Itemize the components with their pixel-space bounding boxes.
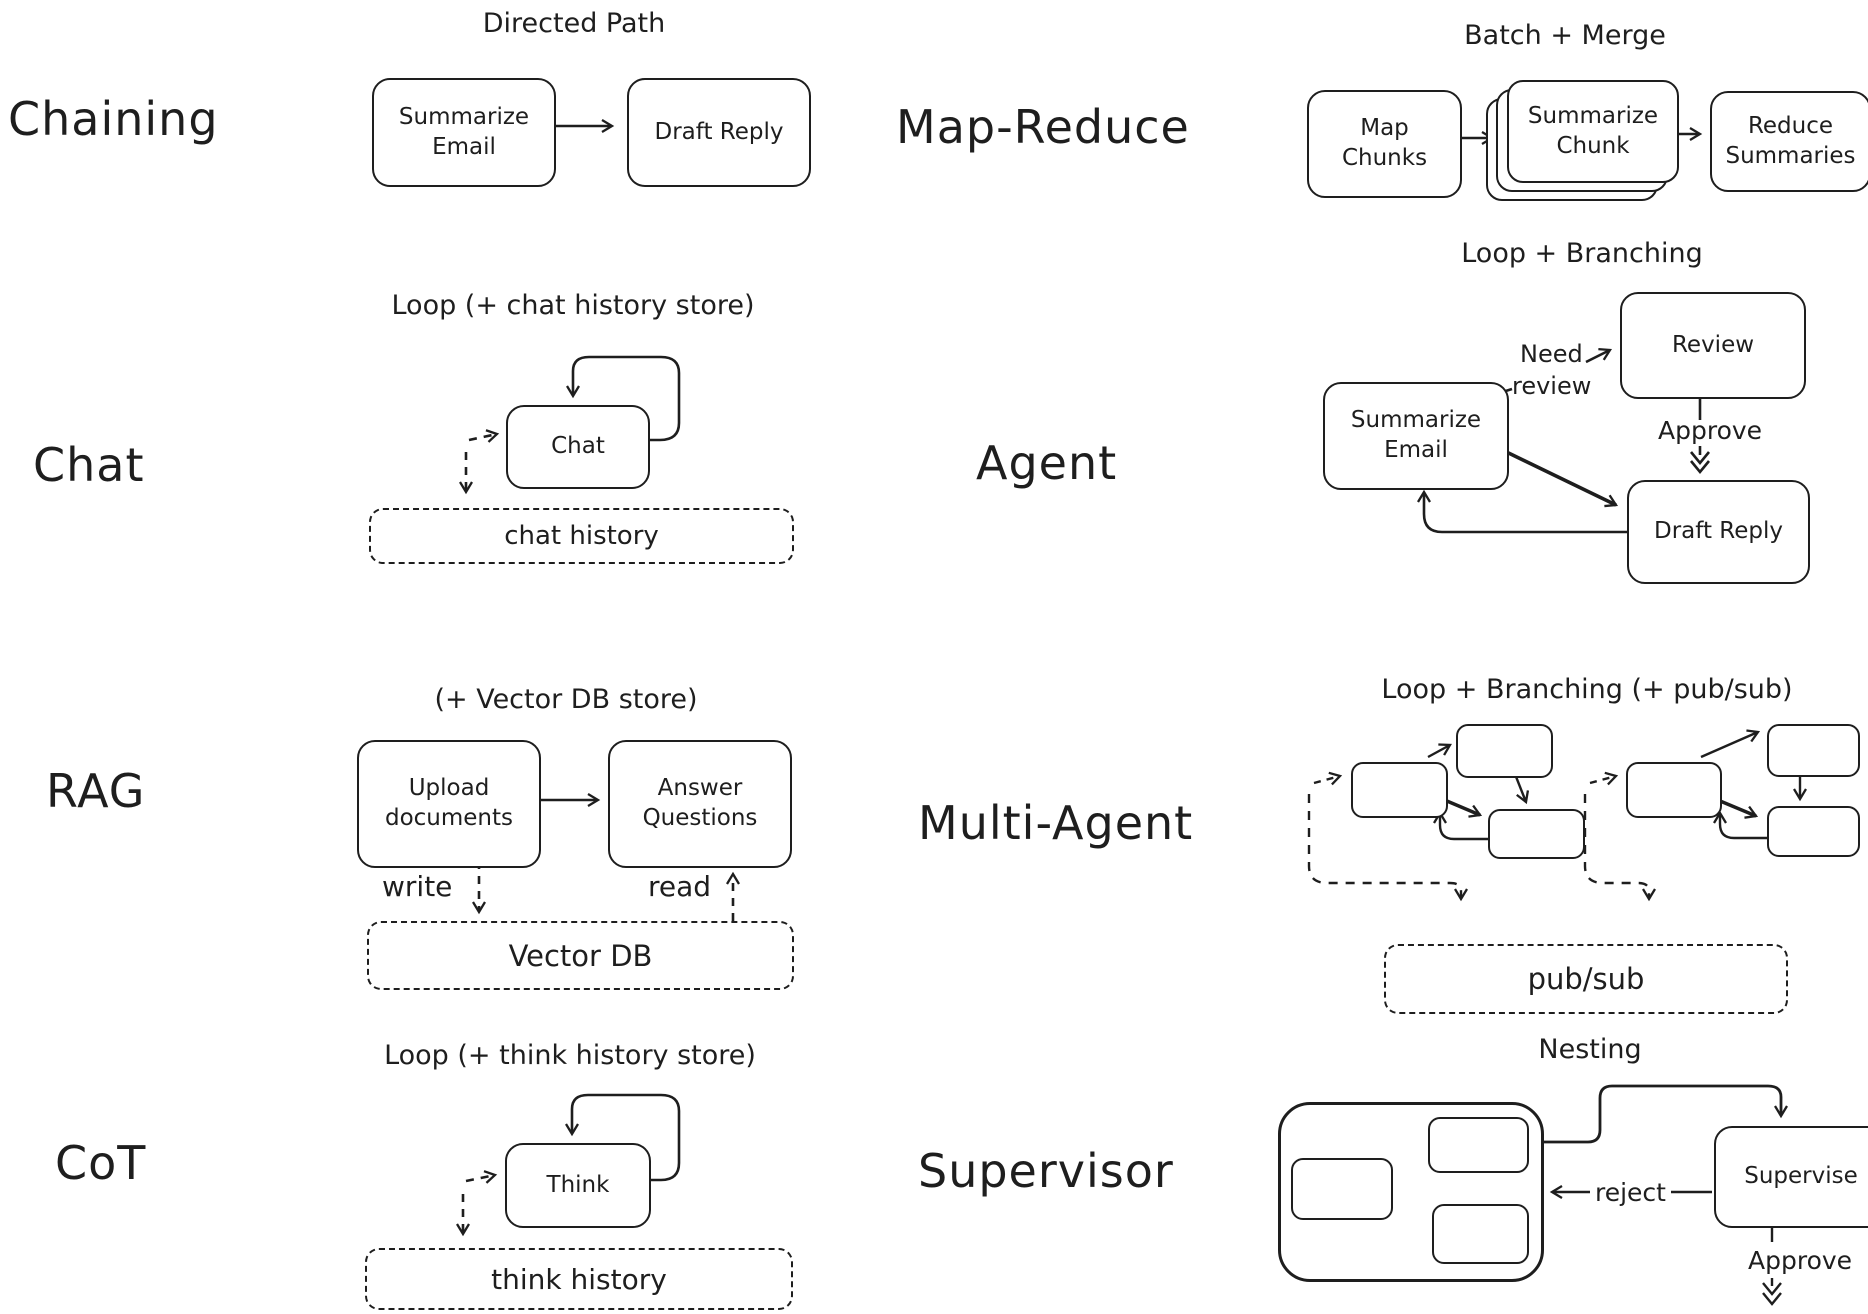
section-label-supervisor: Supervisor [918, 1144, 1174, 1198]
store-pub-sub: pub/sub [1384, 944, 1788, 1014]
multi-agent-a-left-node [1351, 762, 1448, 818]
multi-agent-a-bottom-node [1488, 809, 1585, 859]
multi-agent-b-left-node [1626, 762, 1722, 818]
section-label-agent: Agent [976, 436, 1118, 490]
node-map-chunks: Map Chunks [1307, 90, 1462, 198]
store-chat-history: chat history [369, 508, 794, 564]
node-agent-draft-reply: Draft Reply [1627, 480, 1810, 584]
rag-title: (+ Vector DB store) [434, 684, 698, 715]
multi-agent-b-top-node [1767, 724, 1860, 777]
store-vector-db: Vector DB [367, 921, 794, 990]
supervisor-title: Nesting [1538, 1034, 1642, 1065]
node-summarize-chunk: Summarize Chunk [1507, 80, 1679, 183]
think-entry-dashed-arrow [465, 1170, 498, 1184]
bottom-to-left-loop [1713, 810, 1769, 840]
edge-label-supervisor-approve: Approve [1748, 1246, 1853, 1275]
chat-loop-arrow [566, 355, 681, 442]
supervisor-inner-bottom-node [1432, 1204, 1529, 1264]
supervise-approve-chevron-1 [1762, 1282, 1782, 1296]
node-reduce-summaries: Reduce Summaries [1710, 91, 1868, 192]
node-draft-reply: Draft Reply [627, 78, 811, 187]
left-to-top-arrow [1700, 729, 1761, 759]
node-answer-questions: Answer Questions [608, 740, 792, 868]
edge-label-review: review [1512, 372, 1592, 400]
chat-arrows [459, 355, 681, 495]
section-label-chaining: Chaining [8, 92, 219, 146]
multi-agent-b-bottom-node [1767, 806, 1860, 857]
node-review: Review [1620, 292, 1806, 399]
agent-title: Loop + Branching [1461, 238, 1703, 269]
chat-title: Loop (+ chat history store) [391, 290, 755, 321]
node-agent-summarize-email: Summarize Email [1323, 382, 1509, 490]
chaining-title: Directed Path [482, 8, 666, 39]
pubsub-dashed-path [1307, 794, 1468, 902]
store-think-history: think history [365, 1248, 793, 1310]
node-summarize-email: Summarize Email [372, 78, 556, 187]
section-label-rag: RAG [46, 764, 146, 818]
left-to-top-arrow [1427, 743, 1452, 759]
section-label-multi-agent: Multi-Agent [918, 796, 1194, 850]
container-to-supervise-elbow [1539, 1084, 1788, 1144]
edge-label-reject: reject [1590, 1178, 1671, 1207]
node-think: Think [505, 1143, 651, 1228]
edge-label-write: write [382, 870, 453, 903]
cot-arrows [456, 1093, 681, 1237]
node-chat: Chat [506, 405, 650, 489]
need-review-arrow [1585, 347, 1612, 364]
entry-dashed-arrow [1589, 771, 1619, 786]
draft-to-summarize-loop [1417, 489, 1628, 534]
edge-label-approve: Approve [1658, 416, 1763, 445]
edge-label-need: Need [1520, 340, 1583, 368]
node-upload-documents: Upload documents [357, 740, 541, 868]
section-label-cot: CoT [55, 1136, 147, 1190]
think-loop-arrow [565, 1093, 681, 1182]
supervisor-inner-left-node [1291, 1158, 1393, 1220]
supervisor-inner-top-node [1428, 1117, 1529, 1173]
entry-dashed-arrow [1313, 771, 1343, 786]
map-reduce-title: Batch + Merge [1464, 20, 1666, 51]
supervise-approve-chevron-2 [1762, 1292, 1782, 1306]
multi-agent-a-top-node [1456, 724, 1553, 778]
cot-title: Loop (+ think history store) [384, 1040, 756, 1071]
section-label-map-reduce: Map-Reduce [896, 100, 1190, 154]
section-label-chat: Chat [33, 438, 145, 492]
bottom-to-left-loop [1433, 810, 1490, 841]
summarize-to-draft-arrow [1489, 442, 1619, 508]
node-supervise: Supervise [1714, 1126, 1868, 1228]
approve-chevron-2 [1689, 460, 1711, 475]
approve-chevron-1 [1689, 451, 1711, 466]
edge-label-read: read [648, 870, 712, 903]
multi-agent-title: Loop + Branching (+ pub/sub) [1381, 674, 1793, 705]
chat-entry-dashed-arrow [468, 429, 500, 443]
